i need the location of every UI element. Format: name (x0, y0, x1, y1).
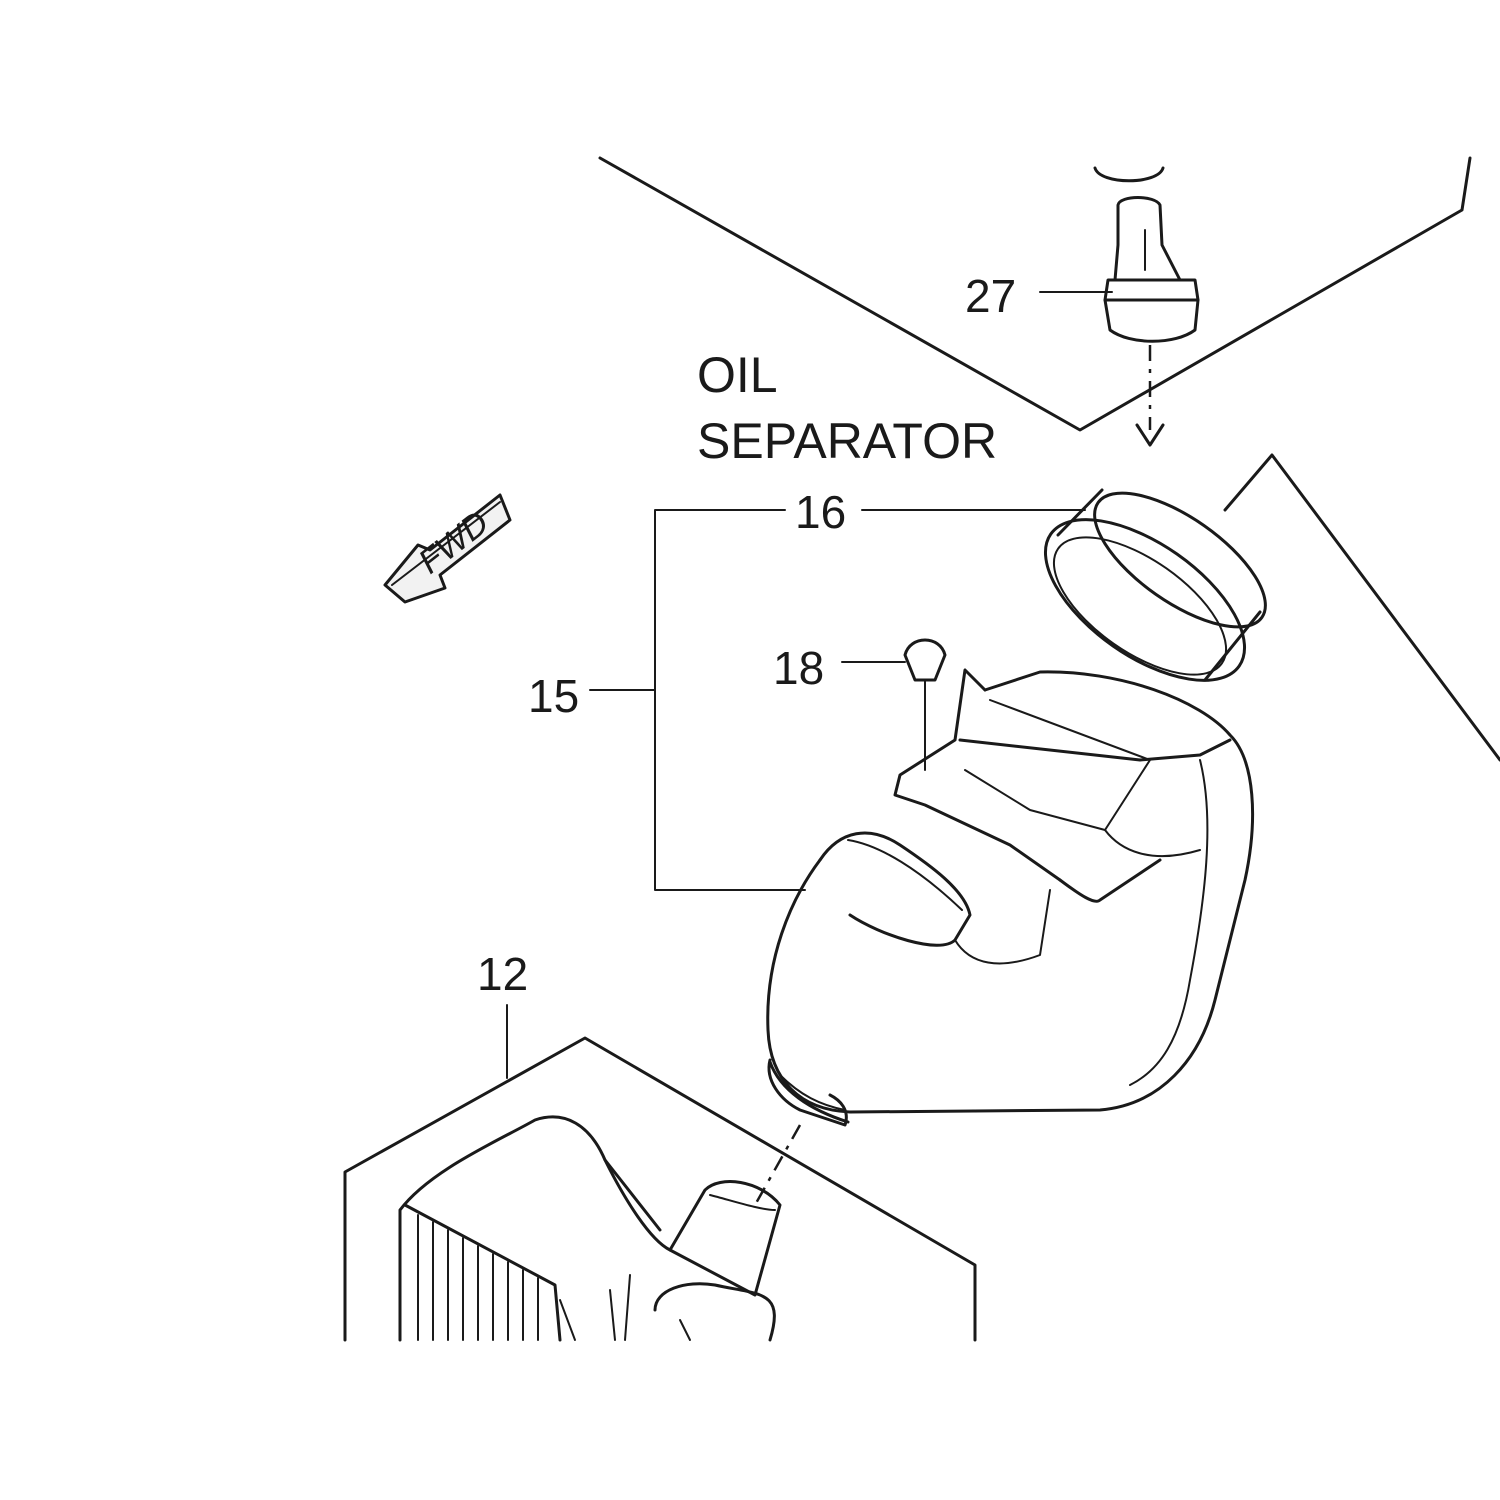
clip-part-18 (903, 638, 947, 771)
callout-12: 12 (477, 948, 528, 1000)
oil-separator-body (766, 668, 1255, 1127)
assembly-arrow-icon (1135, 423, 1165, 447)
right-region-outline (1223, 453, 1500, 762)
air-cleaner-case-part-12 (398, 1115, 782, 1342)
assembly-bracket-15 (589, 509, 806, 891)
lower-region-outline (343, 1036, 977, 1342)
callout-18: 18 (773, 642, 824, 694)
assembly-guide-line-lower (753, 1124, 802, 1206)
callout-16: 16 (795, 486, 846, 538)
caption-line-1: OIL (697, 347, 778, 403)
callout-27: 27 (965, 270, 1016, 322)
callout-15: 15 (528, 670, 579, 722)
upper-region-outline (598, 156, 1472, 432)
breather-fitting-part-27 (1093, 166, 1200, 343)
hose-ring-part-16 (1043, 488, 1267, 682)
forward-arrow-icon: FWD (383, 493, 512, 604)
caption-line-2: SEPARATOR (697, 413, 997, 469)
